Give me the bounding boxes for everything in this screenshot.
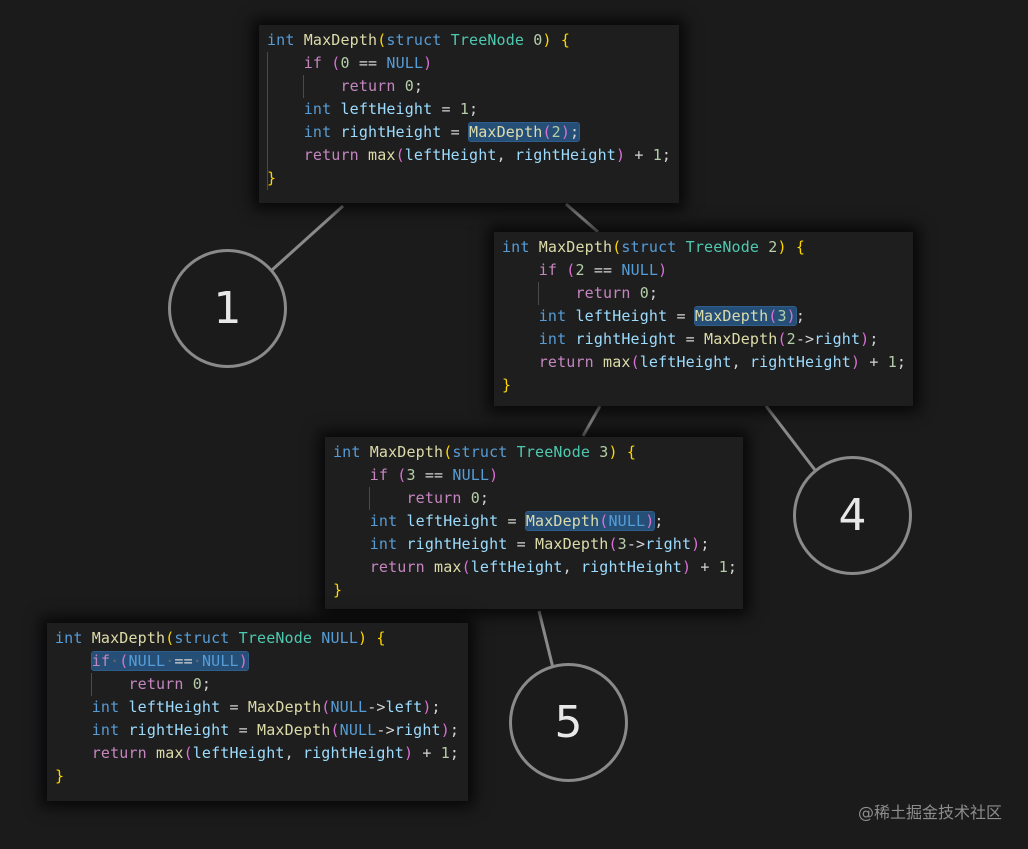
code-line-right-height: int rightHeight = MaxDepth(NULL->right);: [91, 721, 460, 739]
code-block-call-2: int MaxDepth(struct TreeNode 2) { if (2 …: [494, 232, 913, 406]
step-number: 1: [213, 283, 242, 334]
current-call-highlight: MaxDepth(NULL): [525, 512, 655, 530]
current-line-highlight: if·(NULL·==·NULL): [91, 652, 248, 670]
code-block-call-null: int MaxDepth(struct TreeNode NULL) { if·…: [47, 623, 468, 801]
step-circle-5: 5: [509, 663, 628, 782]
code-line-left-height: int leftHeight = MaxDepth(NULL->left);: [91, 698, 441, 716]
code-line-signature: int MaxDepth(struct TreeNode 0) {: [267, 31, 571, 49]
code-line-signature: int MaxDepth(struct TreeNode 2) {: [502, 238, 806, 256]
step-number: 5: [554, 697, 583, 748]
code-line-return-zero: return 0;: [55, 673, 468, 696]
code-line-right-height: int rightHeight = MaxDepth(2);: [303, 123, 580, 141]
code-line-if: if (2 == NULL): [538, 261, 668, 279]
code-line-return-zero: return 0;: [267, 75, 679, 98]
code-line-signature: int MaxDepth(struct TreeNode NULL) {: [55, 629, 386, 647]
code-line-close-brace: }: [502, 376, 512, 394]
step-number: 4: [838, 490, 867, 541]
code-block-call-3: int MaxDepth(struct TreeNode 3) { if (3 …: [325, 437, 743, 609]
code-line-signature: int MaxDepth(struct TreeNode 3) {: [333, 443, 637, 461]
step-circle-1: 1: [168, 249, 287, 368]
code-line-return-max: return max(leftHeight, rightHeight) + 1;: [369, 558, 738, 576]
connector-block3-to-step5: [537, 610, 555, 669]
current-call-highlight: MaxDepth(2);: [469, 123, 580, 141]
code-line-if: if (0 == NULL): [267, 52, 679, 190]
connector-block1-to-step1: [270, 204, 345, 272]
code-line-return-max: return max(leftHeight, rightHeight) + 1;: [538, 353, 907, 371]
code-line-return-zero: return 0;: [333, 487, 743, 510]
connector-block1-to-block2: [565, 202, 599, 234]
code-line-close-brace: }: [267, 169, 277, 187]
code-block-call-0: int MaxDepth(struct TreeNode 0) { if (0 …: [259, 25, 679, 203]
code-line-left-height: int leftHeight = MaxDepth(3);: [538, 307, 806, 325]
code-line-if: if (3 == NULL): [369, 466, 499, 484]
code-line-if: if·(NULL·==·NULL): [55, 650, 468, 673]
step-circle-4: 4: [793, 456, 912, 575]
code-line-return-max: return max(leftHeight, rightHeight) + 1;: [91, 744, 460, 762]
code-line-left-height: int leftHeight = MaxDepth(NULL);: [369, 512, 664, 530]
connector-block2-to-step4: [764, 405, 817, 471]
code-line-right-height: int rightHeight = MaxDepth(3->right);: [369, 535, 710, 553]
code-line-close-brace: }: [333, 581, 343, 599]
connector-block2-to-block3: [581, 405, 602, 437]
code-line-close-brace: }: [55, 767, 65, 785]
code-line-left-height: int leftHeight = 1;: [303, 100, 479, 118]
code-line-return-zero: return 0;: [502, 282, 913, 305]
code-line-right-height: int rightHeight = MaxDepth(2->right);: [538, 330, 879, 348]
watermark: @稀土掘金技术社区: [857, 803, 1002, 822]
current-call-highlight: MaxDepth(3): [694, 307, 796, 325]
code-line-return-max: return max(leftHeight, rightHeight) + 1;: [303, 146, 672, 164]
